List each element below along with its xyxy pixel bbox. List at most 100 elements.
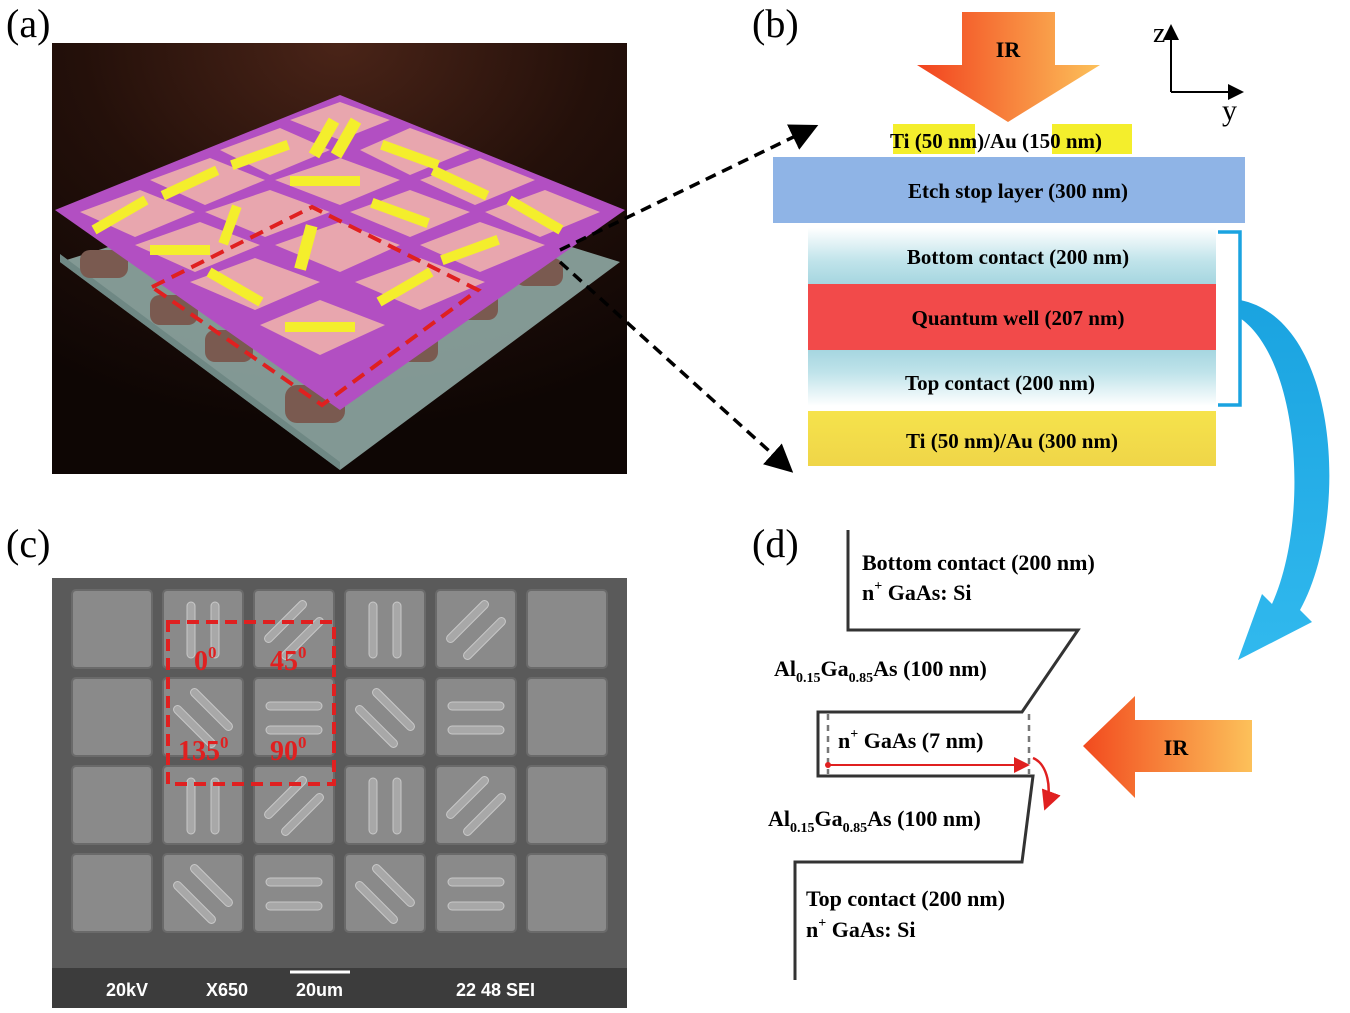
sem-pixel xyxy=(162,765,244,845)
sem-pixel xyxy=(526,853,608,933)
panel-a-3d-render xyxy=(52,43,627,474)
grating-bar xyxy=(173,705,216,748)
zoom-arrow-top xyxy=(559,124,819,252)
panel-c-sem-image: 00 450 1350 900 20kV X650 20um 22 48 SEI xyxy=(52,578,627,1008)
bracket xyxy=(1218,230,1242,407)
grating-bar xyxy=(210,601,220,659)
grating-bar xyxy=(186,777,196,835)
sem-scale-label: 20um xyxy=(296,980,343,1000)
angle-label-90: 900 xyxy=(270,733,307,767)
top-contact-label: Top contact (200 nm) xyxy=(905,371,1095,395)
grating-bar xyxy=(372,864,415,907)
quantum-well-layer xyxy=(808,284,1216,350)
sem-pixel xyxy=(253,765,335,845)
connector-arrow xyxy=(1238,300,1330,660)
grating-bar xyxy=(372,688,415,731)
quantum-well-label: Quantum well (207 nm) xyxy=(912,306,1125,330)
grating-bar xyxy=(447,701,505,711)
sem-pixel xyxy=(526,765,608,845)
sem-pixel xyxy=(162,853,244,933)
sem-pixel xyxy=(253,677,335,757)
sem-pixel xyxy=(71,677,153,757)
sem-pixel xyxy=(71,853,153,933)
escape-arrow xyxy=(1032,756,1061,811)
ir-arrow-left xyxy=(1083,696,1252,798)
bottom-metal-layer xyxy=(808,411,1216,466)
grating-bar xyxy=(447,725,505,735)
angle-label-135: 1350 xyxy=(178,733,229,767)
top-contact-title: Top contact (200 nm) xyxy=(806,886,1005,911)
grating-bar xyxy=(446,600,489,643)
electron-dot xyxy=(825,762,831,768)
sem-pixel xyxy=(344,853,426,933)
bottom-contact-label: Bottom contact (200 nm) xyxy=(907,245,1129,269)
bottom-contact-title: Bottom contact (200 nm) xyxy=(862,550,1095,575)
conduction-band-profile xyxy=(793,530,1081,980)
sem-pixel xyxy=(435,677,517,757)
grating-bar xyxy=(281,617,324,660)
bottom-contact-layer xyxy=(808,228,1216,284)
grating-bar xyxy=(368,601,378,659)
barrier-top-label: Al0.15Ga0.85As (100 nm) xyxy=(774,656,987,686)
grating-bar xyxy=(355,705,398,748)
top-metal-label: Ti (50 nm)/Au (150 nm) xyxy=(890,129,1102,153)
sem-pixel xyxy=(435,853,517,933)
polarizer-unit-outline xyxy=(166,620,336,786)
sem-pixel xyxy=(71,765,153,845)
sem-pixel xyxy=(344,589,426,669)
grating-bar xyxy=(173,881,216,924)
grating-bar xyxy=(446,776,489,819)
angle-label-0: 00 xyxy=(194,643,217,677)
grating-bar xyxy=(265,877,323,887)
angle-label-45: 450 xyxy=(270,643,307,677)
selected-unit-outline xyxy=(148,204,482,408)
bottom-metal-label: Ti (50 nm)/Au (300 nm) xyxy=(906,429,1118,453)
grating-bar xyxy=(265,901,323,911)
grating-bar xyxy=(355,881,398,924)
grating-bar xyxy=(463,793,506,836)
top-contact-doping: n+ GaAs: Si xyxy=(806,916,915,942)
grating-bar xyxy=(368,777,378,835)
sem-pixel xyxy=(435,765,517,845)
sem-pixel xyxy=(344,765,426,845)
grating-bar xyxy=(392,777,402,835)
sem-magnification: X650 xyxy=(206,980,248,1000)
grating-bar xyxy=(265,725,323,735)
grating-bar xyxy=(447,877,505,887)
sem-pixel xyxy=(526,589,608,669)
grating-bar xyxy=(190,864,233,907)
panel-label-c: (c) xyxy=(6,521,51,566)
pixel-tiles xyxy=(80,102,600,355)
sem-pixel xyxy=(162,677,244,757)
sem-voltage: 20kV xyxy=(106,980,148,1000)
etch-stop-layer xyxy=(773,157,1245,223)
grating-bar xyxy=(281,793,324,836)
grating-bar xyxy=(265,701,323,711)
sem-pixel xyxy=(526,677,608,757)
grating-bar xyxy=(186,601,196,659)
grating-bar xyxy=(190,688,233,731)
grating-bar xyxy=(210,777,220,835)
panel-label-b: (b) xyxy=(752,1,799,46)
ir-label-right: IR xyxy=(1164,735,1190,760)
grating-bar xyxy=(392,601,402,659)
sem-pixel xyxy=(344,677,426,757)
sem-info: 22 48 SEI xyxy=(456,980,535,1000)
sem-footer-bar xyxy=(52,968,627,1008)
grating-bar xyxy=(463,617,506,660)
bottom-contact-doping: n+ GaAs: Si xyxy=(862,579,971,605)
au-highlight xyxy=(1052,124,1132,154)
panel-label-a: (a) xyxy=(6,1,51,46)
axis-z-label: z xyxy=(1153,18,1165,49)
sem-pixel xyxy=(71,589,153,669)
sem-pixel xyxy=(162,589,244,669)
zoom-arrow-bottom xyxy=(558,260,794,473)
panel-d-band-diagram: Bottom contact (200 nm) n+ GaAs: Si Al0.… xyxy=(768,530,1252,980)
top-contact-layer xyxy=(808,350,1216,406)
ir-arrow-down xyxy=(917,12,1100,122)
ti-highlight xyxy=(893,124,975,154)
ir-label-top: IR xyxy=(996,37,1022,62)
axis-y-label: y xyxy=(1222,94,1237,127)
grating-bar xyxy=(264,776,307,819)
